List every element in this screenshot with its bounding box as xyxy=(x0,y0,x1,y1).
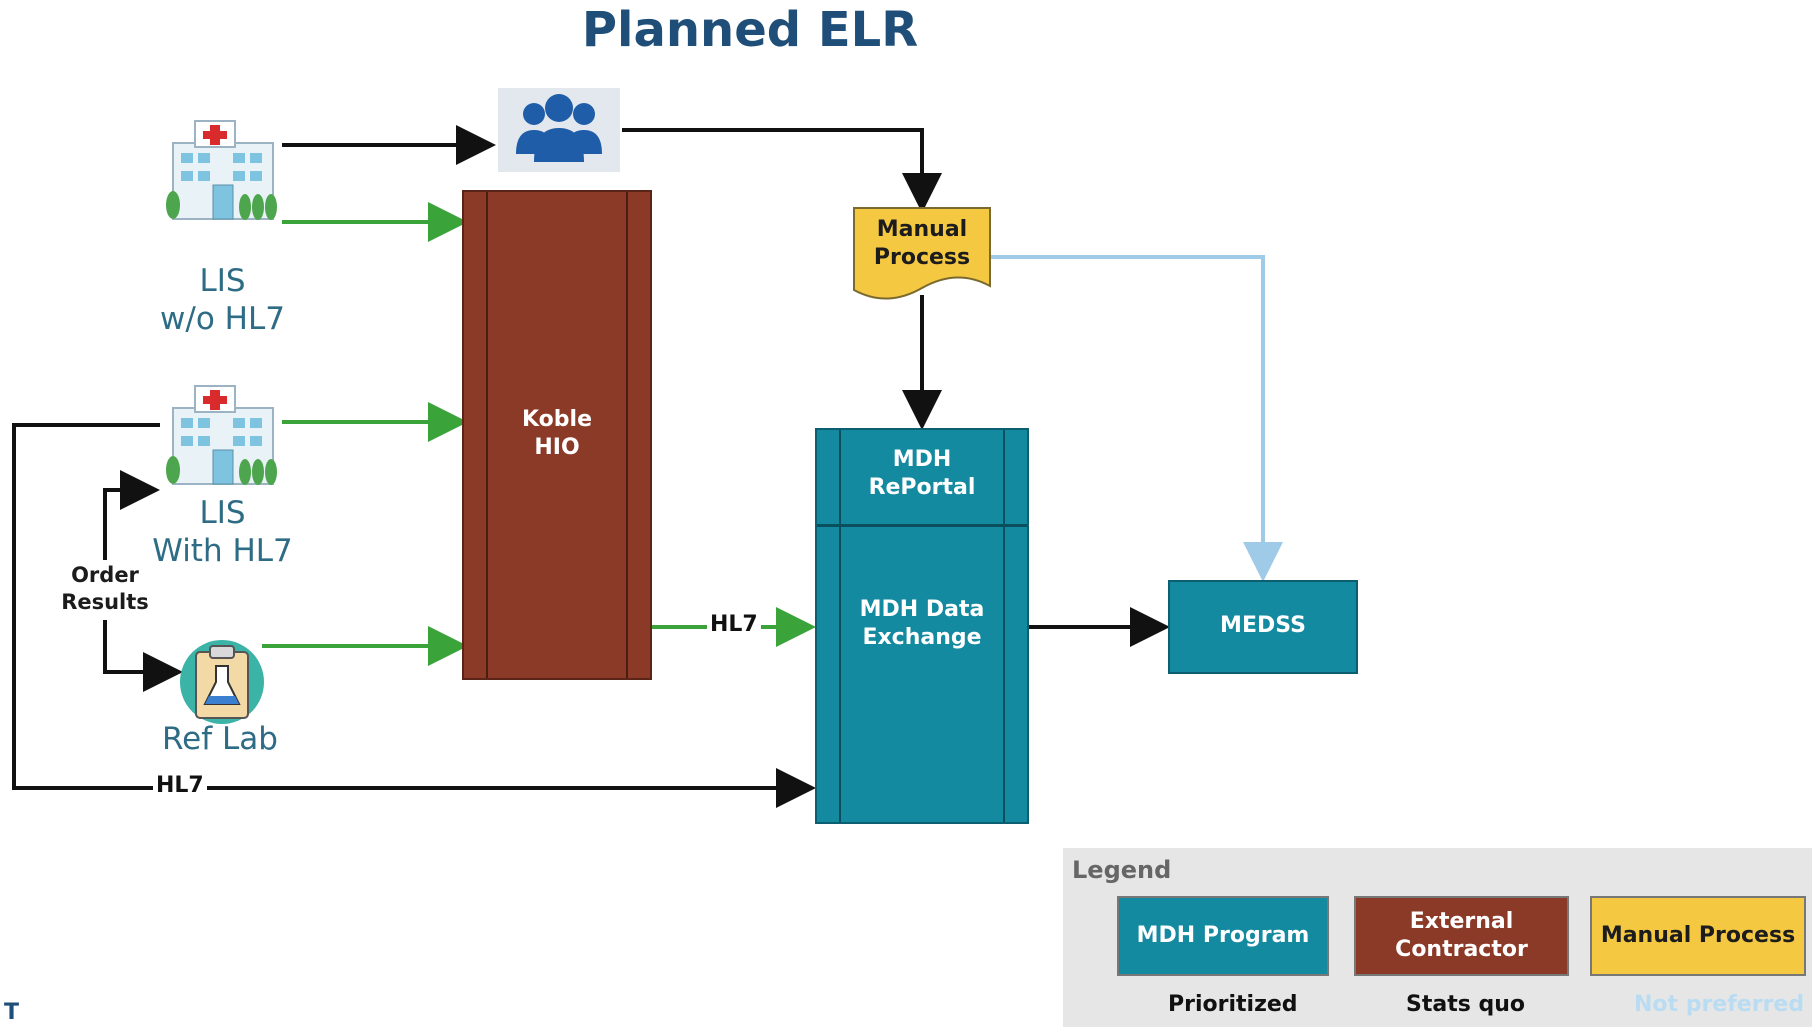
legend-prioritized-label: Prioritized xyxy=(1166,992,1300,1017)
legend-status-quo-label: Stats quo xyxy=(1404,992,1528,1017)
edge-lis-hl7-direct xyxy=(12,423,816,808)
legend-manual-process xyxy=(1590,896,1806,976)
legend-manual-process-label: Manual Process xyxy=(1600,923,1796,948)
koble-hio-label: Koble HIO xyxy=(522,407,592,460)
hl7-green-label: HL7 xyxy=(707,612,761,637)
legend-not-preferred-label: Not preferred xyxy=(1632,992,1807,1017)
mdh-exchange-box xyxy=(815,428,1029,824)
medss-box xyxy=(1168,580,1358,674)
lis-with-hl7-label: LIS With HL7 xyxy=(152,495,293,569)
mdh-reportal-label: MDH RePortal xyxy=(868,447,976,500)
manual-process-shape xyxy=(852,206,992,306)
lab-clipboard-icon xyxy=(178,638,266,726)
order-results-label: Order Results xyxy=(55,562,155,616)
page-title: Planned ELR xyxy=(581,2,919,58)
edge-order-up xyxy=(103,470,160,560)
lis-without-hl7-label: LIS w/o HL7 xyxy=(160,263,285,337)
legend-external-contractor xyxy=(1354,896,1569,976)
edge-people-to-manual xyxy=(622,128,942,213)
edge-manual-to-medss xyxy=(990,255,1283,582)
koble-hio-box xyxy=(462,190,652,680)
hospital-icon xyxy=(165,115,280,225)
footer-mark: T xyxy=(4,1000,20,1025)
ref-lab-label: Ref Lab xyxy=(162,721,278,757)
legend-mdh-program-label: MDH Program xyxy=(1136,923,1310,948)
hl7-black-label: HL7 xyxy=(153,773,207,798)
legend-heading: Legend xyxy=(1072,856,1172,884)
manual-process-label: Manual Process xyxy=(873,217,971,270)
mdh-data-exchange-label: MDH Data Exchange xyxy=(859,597,985,650)
edge-results-down xyxy=(103,620,183,692)
legend-external-contractor-label: External Contractor xyxy=(1395,909,1528,962)
people-group-icon xyxy=(498,88,620,172)
medss-label: MEDSS xyxy=(1220,613,1306,638)
hospital-icon xyxy=(165,380,280,490)
legend-mdh-program xyxy=(1117,896,1329,976)
